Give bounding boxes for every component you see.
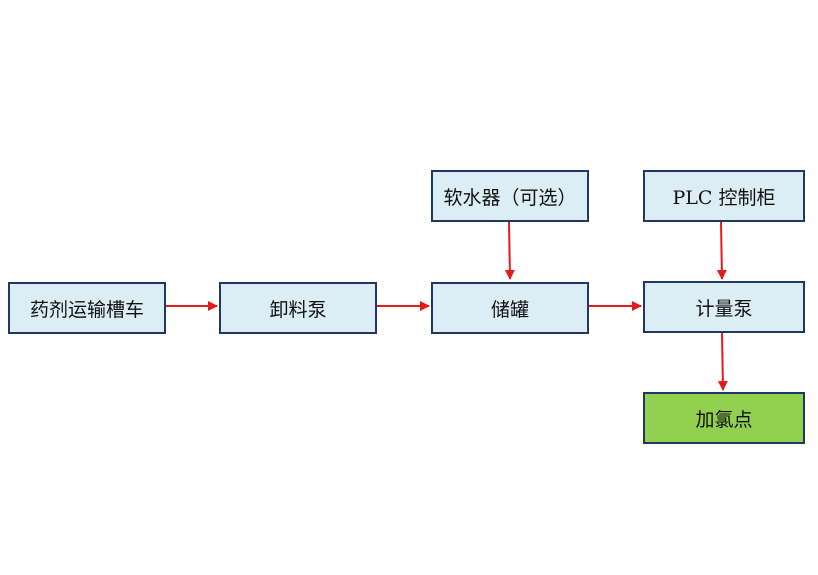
node-metering-pump: 计量泵 bbox=[643, 281, 805, 333]
node-softener: 软水器（可选） bbox=[431, 170, 589, 222]
arrow-softener-to-tank bbox=[504, 221, 515, 280]
node-unload-pump: 卸料泵 bbox=[219, 282, 377, 334]
node-truck: 药剂运输槽车 bbox=[8, 282, 166, 334]
node-tank: 储罐 bbox=[431, 282, 589, 334]
arrow-metering-pump-to-dosing-point bbox=[717, 331, 728, 391]
arrow-plc-to-metering-pump bbox=[716, 221, 727, 280]
node-plc: PLC 控制柜 bbox=[643, 170, 805, 222]
node-dosing-point: 加氯点 bbox=[643, 392, 805, 444]
